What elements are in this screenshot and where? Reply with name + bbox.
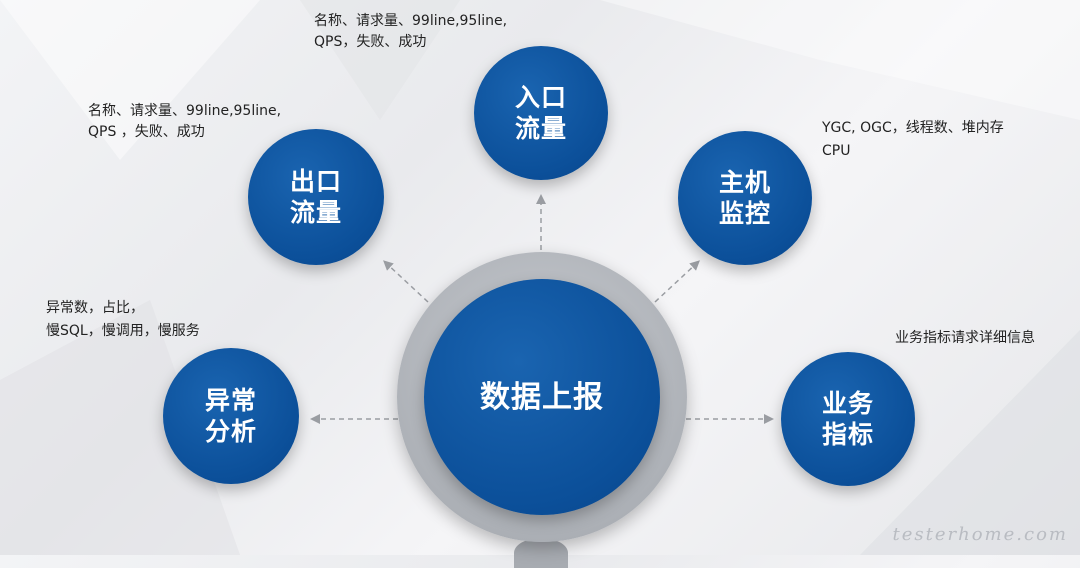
node-exception-analysis: 异常 分析 [163,348,299,484]
note-line: QPS，失败、成功 [314,34,427,50]
connector-arrows [310,194,774,424]
node-label-line2: 监控 [718,199,771,228]
node-label-line1: 主机 [718,168,771,197]
note-outbound: 名称、请求量、99line,95line, QPS ，失败、成功 [88,101,281,143]
node-outbound-traffic: 出口 流量 [248,129,384,265]
note-line: 异常数，占比， [46,300,144,316]
note-line: 慢SQL，慢调用，慢服务 [46,323,200,339]
node-label-line2: 流量 [289,198,342,227]
node-label-line1: 出口 [289,167,342,196]
center-label: 数据上报 [480,379,604,415]
note-line: 名称、请求量、99line,95line, [88,103,282,119]
background-shapes [0,0,1080,555]
node-host-monitoring: 主机 监控 [678,131,812,265]
note-line: CPU [822,143,851,159]
node-label-line2: 流量 [514,114,567,143]
note-business: 业务指标请求详细信息 [895,328,1035,349]
note-host: YGC, OGC，线程数、堆内存 CPU [822,118,1004,162]
node-business-metrics: 业务 指标 [781,352,915,486]
node-label-line1: 业务 [821,389,874,418]
node-label-line1: 异常 [204,386,257,415]
note-line: QPS ，失败、成功 [88,124,205,140]
note-line: 名称、请求量、99line,95line, [314,13,508,29]
node-inbound-traffic: 入口 流量 [474,46,608,180]
node-label-line2: 分析 [204,417,257,446]
magnifier-handle [514,538,568,568]
note-inbound: 名称、请求量、99line,95line, QPS，失败、成功 [314,11,507,53]
watermark: testerhome.com [892,524,1068,545]
note-line: 业务指标请求详细信息 [895,330,1035,346]
note-exception: 异常数，占比， 慢SQL，慢调用，慢服务 [46,298,200,342]
arrow-to-outbound [383,260,429,303]
note-line: YGC, OGC，线程数、堆内存 [822,120,1004,136]
arrow-to-host [654,260,700,303]
node-label-line2: 指标 [821,420,874,449]
node-label-line1: 入口 [514,83,567,112]
center-node-data-report: 数据上报 [424,279,660,515]
